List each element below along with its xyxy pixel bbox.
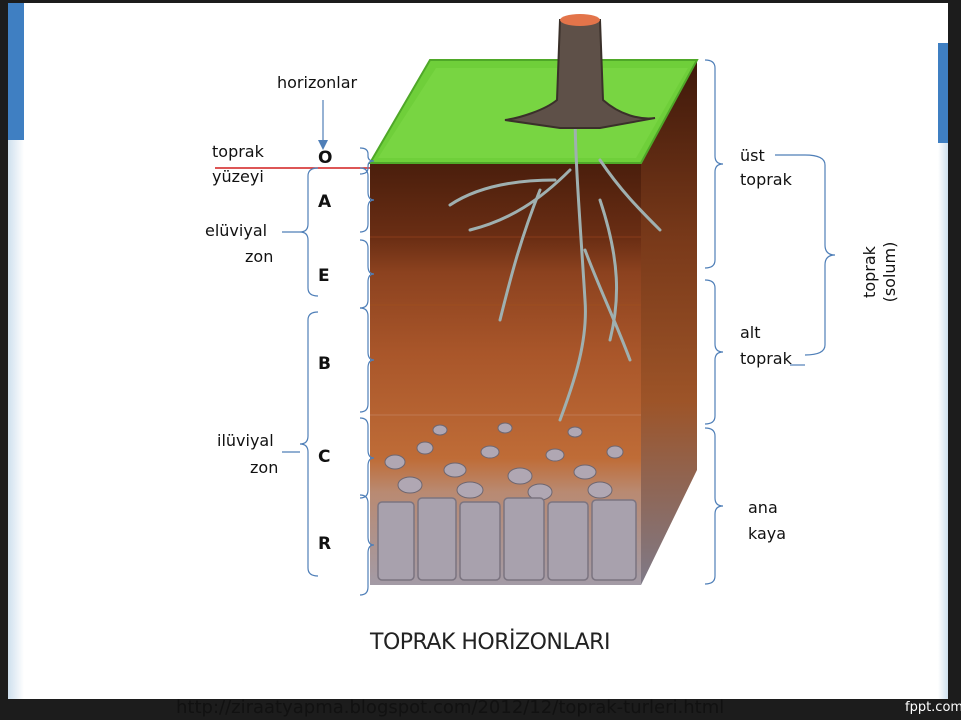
iluviyal-label-1: ilüviyal	[217, 430, 274, 451]
toprak-yuzeyi-label-2: yüzeyi	[212, 166, 264, 187]
solum-label: toprak (solum)	[845, 212, 915, 332]
horizon-o-label: O	[318, 148, 332, 168]
footer-brand: fppt.com	[905, 700, 961, 715]
eluviyal-label-2: zon	[245, 246, 273, 267]
ana-kaya-label-1: ana	[748, 497, 778, 518]
horizonlar-label: horizonlar	[277, 72, 357, 93]
toprak-yuzeyi-label-1: toprak	[212, 141, 264, 162]
horizon-e-label: E	[318, 266, 330, 286]
solum-label-2: (solum)	[880, 217, 900, 327]
alt-toprak-label-1: alt	[740, 322, 761, 343]
alt-toprak-label-2: toprak	[740, 348, 792, 369]
slide-title: TOPRAK HORİZONLARI	[370, 630, 610, 655]
horizon-c-label: C	[318, 447, 330, 467]
ana-kaya-label-2: kaya	[748, 523, 786, 544]
source-url[interactable]: http://ziraatyapma.blogspot.com/2012/12/…	[176, 697, 724, 718]
iluviyal-label-2: zon	[250, 457, 278, 478]
ust-toprak-label-1: üst	[740, 145, 765, 166]
ust-toprak-label-2: toprak	[740, 169, 792, 190]
horizon-a-label: A	[318, 192, 331, 212]
horizon-r-label: R	[318, 534, 331, 554]
solum-label-1: toprak	[860, 217, 880, 327]
eluviyal-label-1: elüviyal	[205, 220, 267, 241]
horizon-b-label: B	[318, 354, 331, 374]
